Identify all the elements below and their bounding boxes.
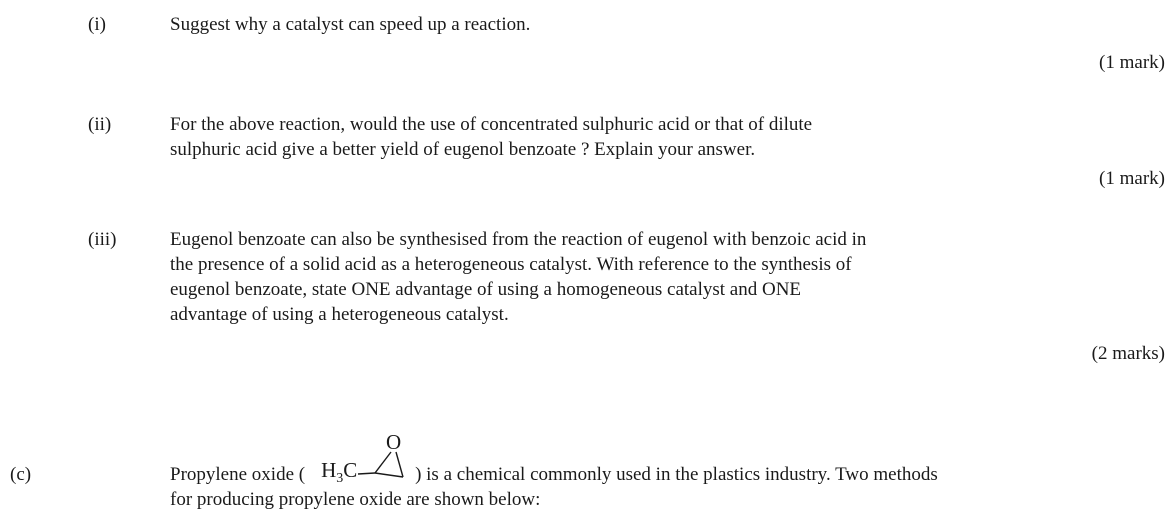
propylene-oxide-formula: H3C — [321, 458, 358, 487]
question-text-iii-line-1: Eugenol benzoate can also be synthesised… — [170, 229, 867, 250]
question-text-ii-line-1: For the above reaction, would the use of… — [170, 114, 813, 135]
mark-allocation-i: (1 mark) — [1099, 52, 1165, 73]
question-text-ii-line-2: sulphuric acid give a better yield of eu… — [170, 139, 756, 160]
section-label-c: (c) — [10, 464, 32, 485]
section-c-line-1: Propylene oxide (H3C O ) is a chemical c… — [170, 430, 1166, 487]
question-text-i: Suggest why a catalyst can speed up a re… — [170, 14, 531, 35]
question-number-iii: (iii) — [88, 229, 117, 250]
mark-allocation-iii: (2 marks) — [1091, 343, 1165, 364]
question-number-ii: (ii) — [88, 114, 112, 135]
propylene-oxide-structure: H3C O — [305, 430, 415, 487]
question-number-i: (i) — [88, 14, 106, 35]
question-text-iii-line-3: eugenol benzoate, state ONE advantage of… — [170, 279, 802, 300]
section-c-line-2: for producing propylene oxide are shown … — [170, 489, 541, 510]
question-text-iii-line-4: advantage of using a heterogeneous catal… — [170, 304, 509, 325]
oxygen-atom-label: O — [386, 430, 401, 454]
mark-allocation-ii: (1 mark) — [1099, 168, 1165, 189]
section-c-text-after: ) is a chemical commonly used in the pla… — [415, 464, 938, 485]
section-c-text-before: Propylene oxide ( — [170, 464, 306, 485]
question-text-iii-line-2: the presence of a solid acid as a hetero… — [170, 254, 852, 275]
epoxide-ring-icon: O — [358, 430, 404, 478]
